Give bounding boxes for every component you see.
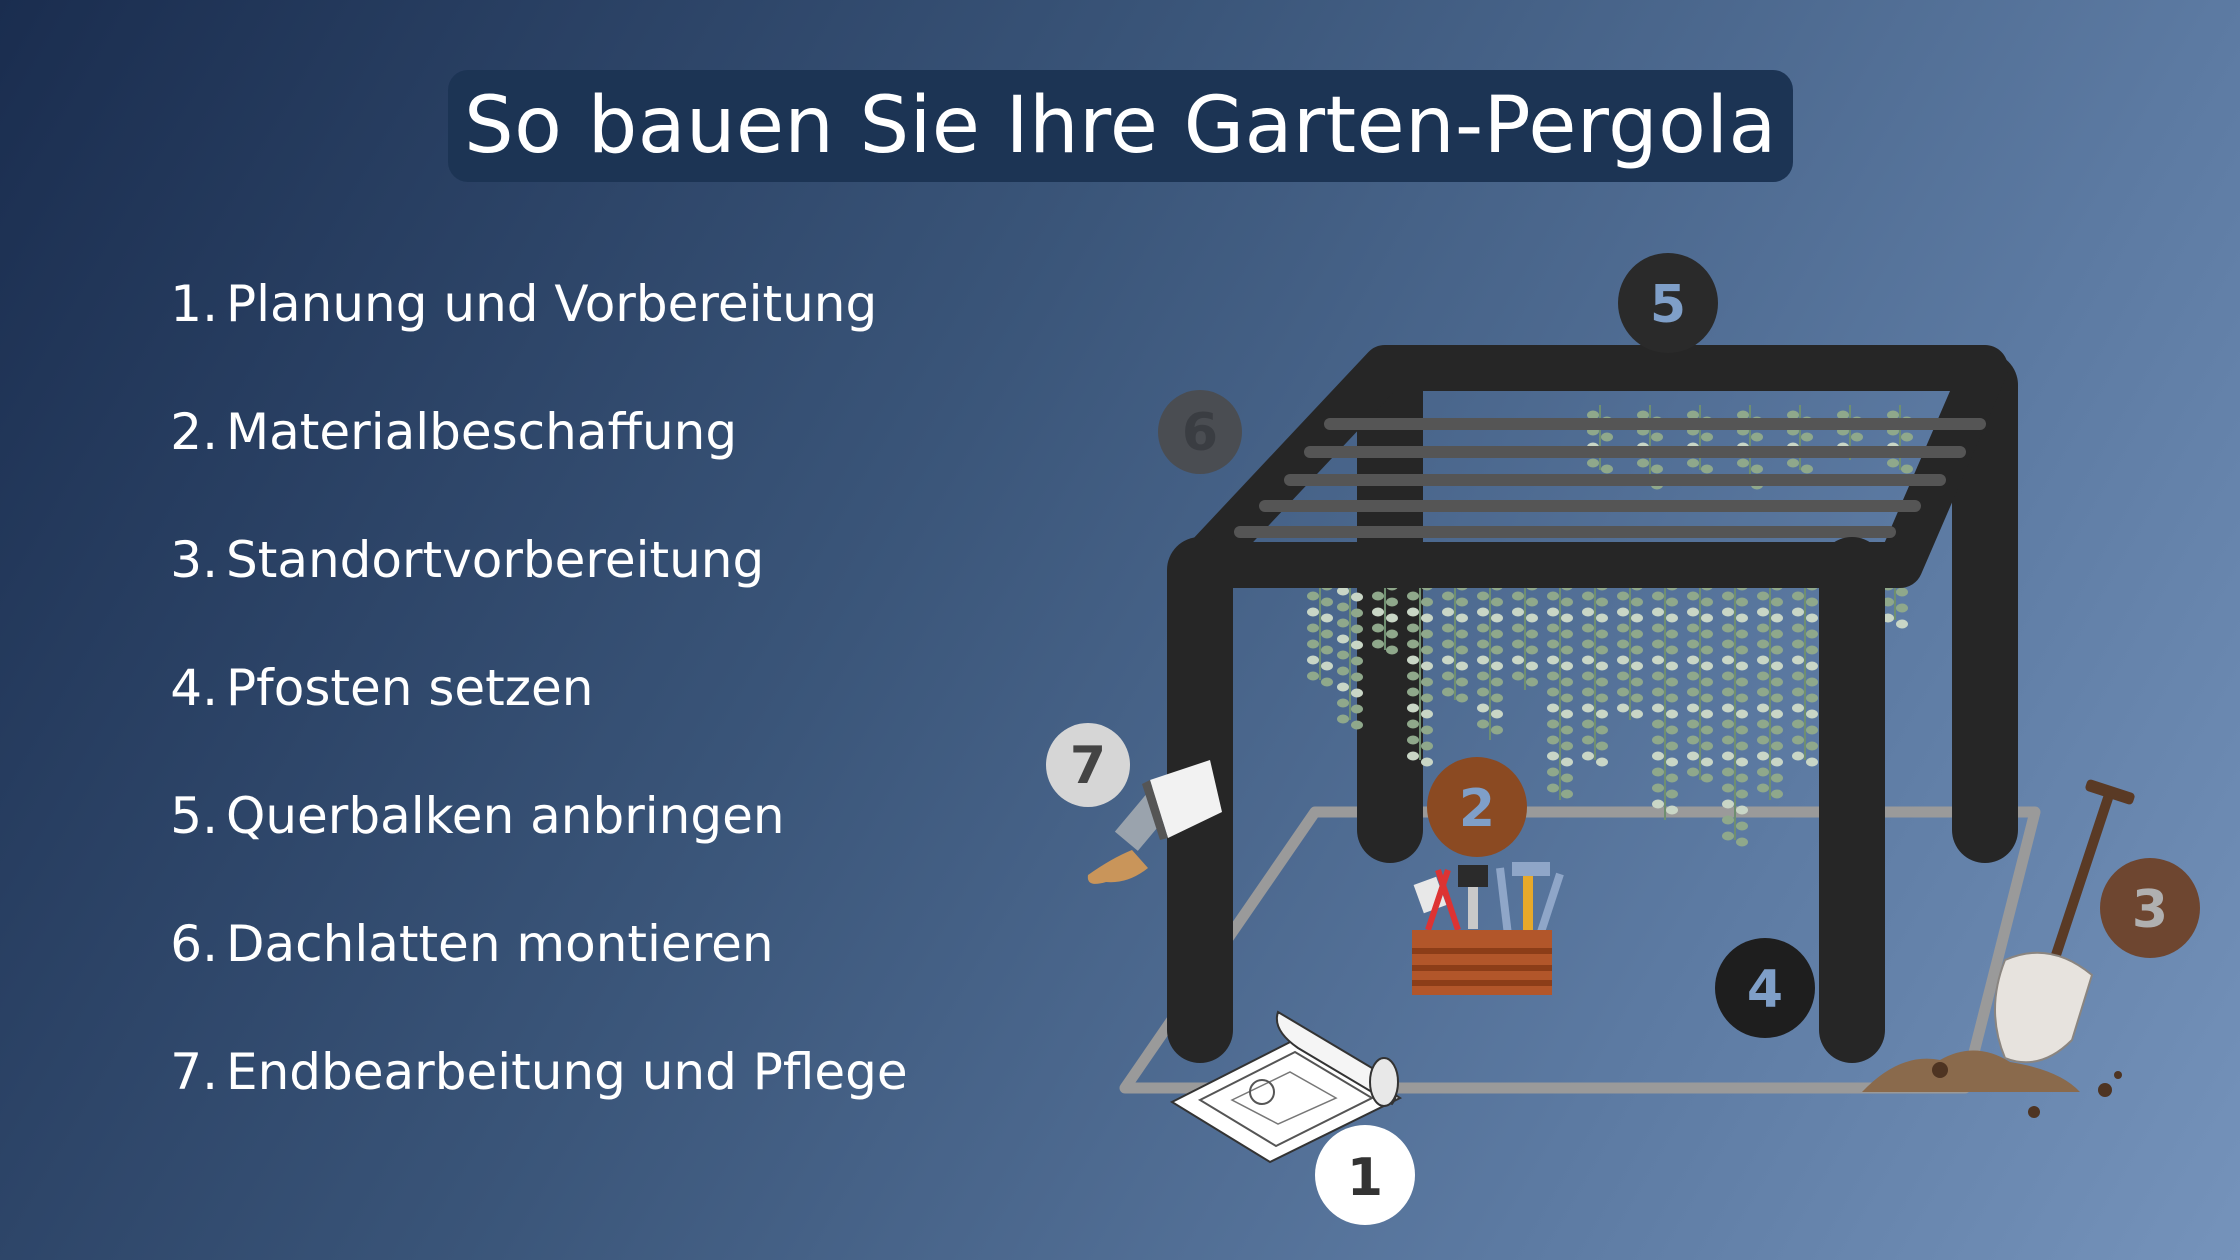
blueprint-icon	[1169, 1010, 1403, 1164]
roof-frame	[1177, 345, 2008, 588]
step-item-7: 7.Endbearbeitung und Pflege	[160, 1043, 908, 1171]
hanging-plants-icon	[1307, 405, 1913, 847]
ground-outline	[1119, 806, 2041, 1094]
step-item-2: 2.Materialbeschaffung	[160, 403, 908, 531]
step-badge-3: 3	[2100, 858, 2200, 958]
step-badge-4: 4	[1715, 938, 1815, 1038]
shovel-icon	[1862, 779, 2135, 1118]
step-badge-7: 7	[1046, 723, 1130, 807]
toolbox-icon	[1412, 862, 1564, 995]
badge-number: 2	[1459, 779, 1495, 839]
badge-number: 1	[1347, 1148, 1383, 1208]
step-badge-2: 2	[1427, 757, 1527, 857]
step-number: 3.	[170, 531, 218, 589]
step-label: Dachlatten montieren	[226, 915, 774, 973]
step-label: Materialbeschaffung	[226, 403, 738, 461]
roof-slats	[1234, 418, 1986, 538]
step-label: Querbalken anbringen	[226, 787, 785, 845]
badge-number: 6	[1182, 403, 1218, 463]
step-list: 1.Planung und Vorbereitung 2.Materialbes…	[160, 275, 908, 1171]
step-label: Endbearbeitung und Pflege	[226, 1043, 908, 1101]
badge-number: 7	[1070, 736, 1106, 796]
badge-number: 4	[1747, 960, 1783, 1020]
title-banner: So bauen Sie Ihre Garten-Pergola	[448, 70, 1793, 182]
step-label: Pfosten setzen	[226, 659, 594, 717]
step-item-6: 6.Dachlatten montieren	[160, 915, 908, 1043]
step-number: 4.	[170, 659, 218, 717]
page-title: So bauen Sie Ihre Garten-Pergola	[464, 81, 1777, 171]
step-badge-1: 1	[1315, 1125, 1415, 1225]
step-number: 7.	[170, 1043, 218, 1101]
badge-number: 3	[2132, 880, 2168, 940]
step-item-4: 4.Pfosten setzen	[160, 659, 908, 787]
step-badge-6: 6	[1158, 390, 1242, 474]
step-label: Planung und Vorbereitung	[226, 275, 878, 333]
step-number: 6.	[170, 915, 218, 973]
step-number: 5.	[170, 787, 218, 845]
step-label: Standortvorbereitung	[226, 531, 765, 589]
step-item-1: 1.Planung und Vorbereitung	[160, 275, 908, 403]
paintbrush-icon	[1087, 760, 1222, 884]
step-number: 2.	[170, 403, 218, 461]
step-item-3: 3.Standortvorbereitung	[160, 531, 908, 659]
badge-number: 5	[1650, 275, 1686, 335]
step-badge-5: 5	[1618, 253, 1718, 353]
step-item-5: 5.Querbalken anbringen	[160, 787, 908, 915]
step-number: 1.	[170, 275, 218, 333]
